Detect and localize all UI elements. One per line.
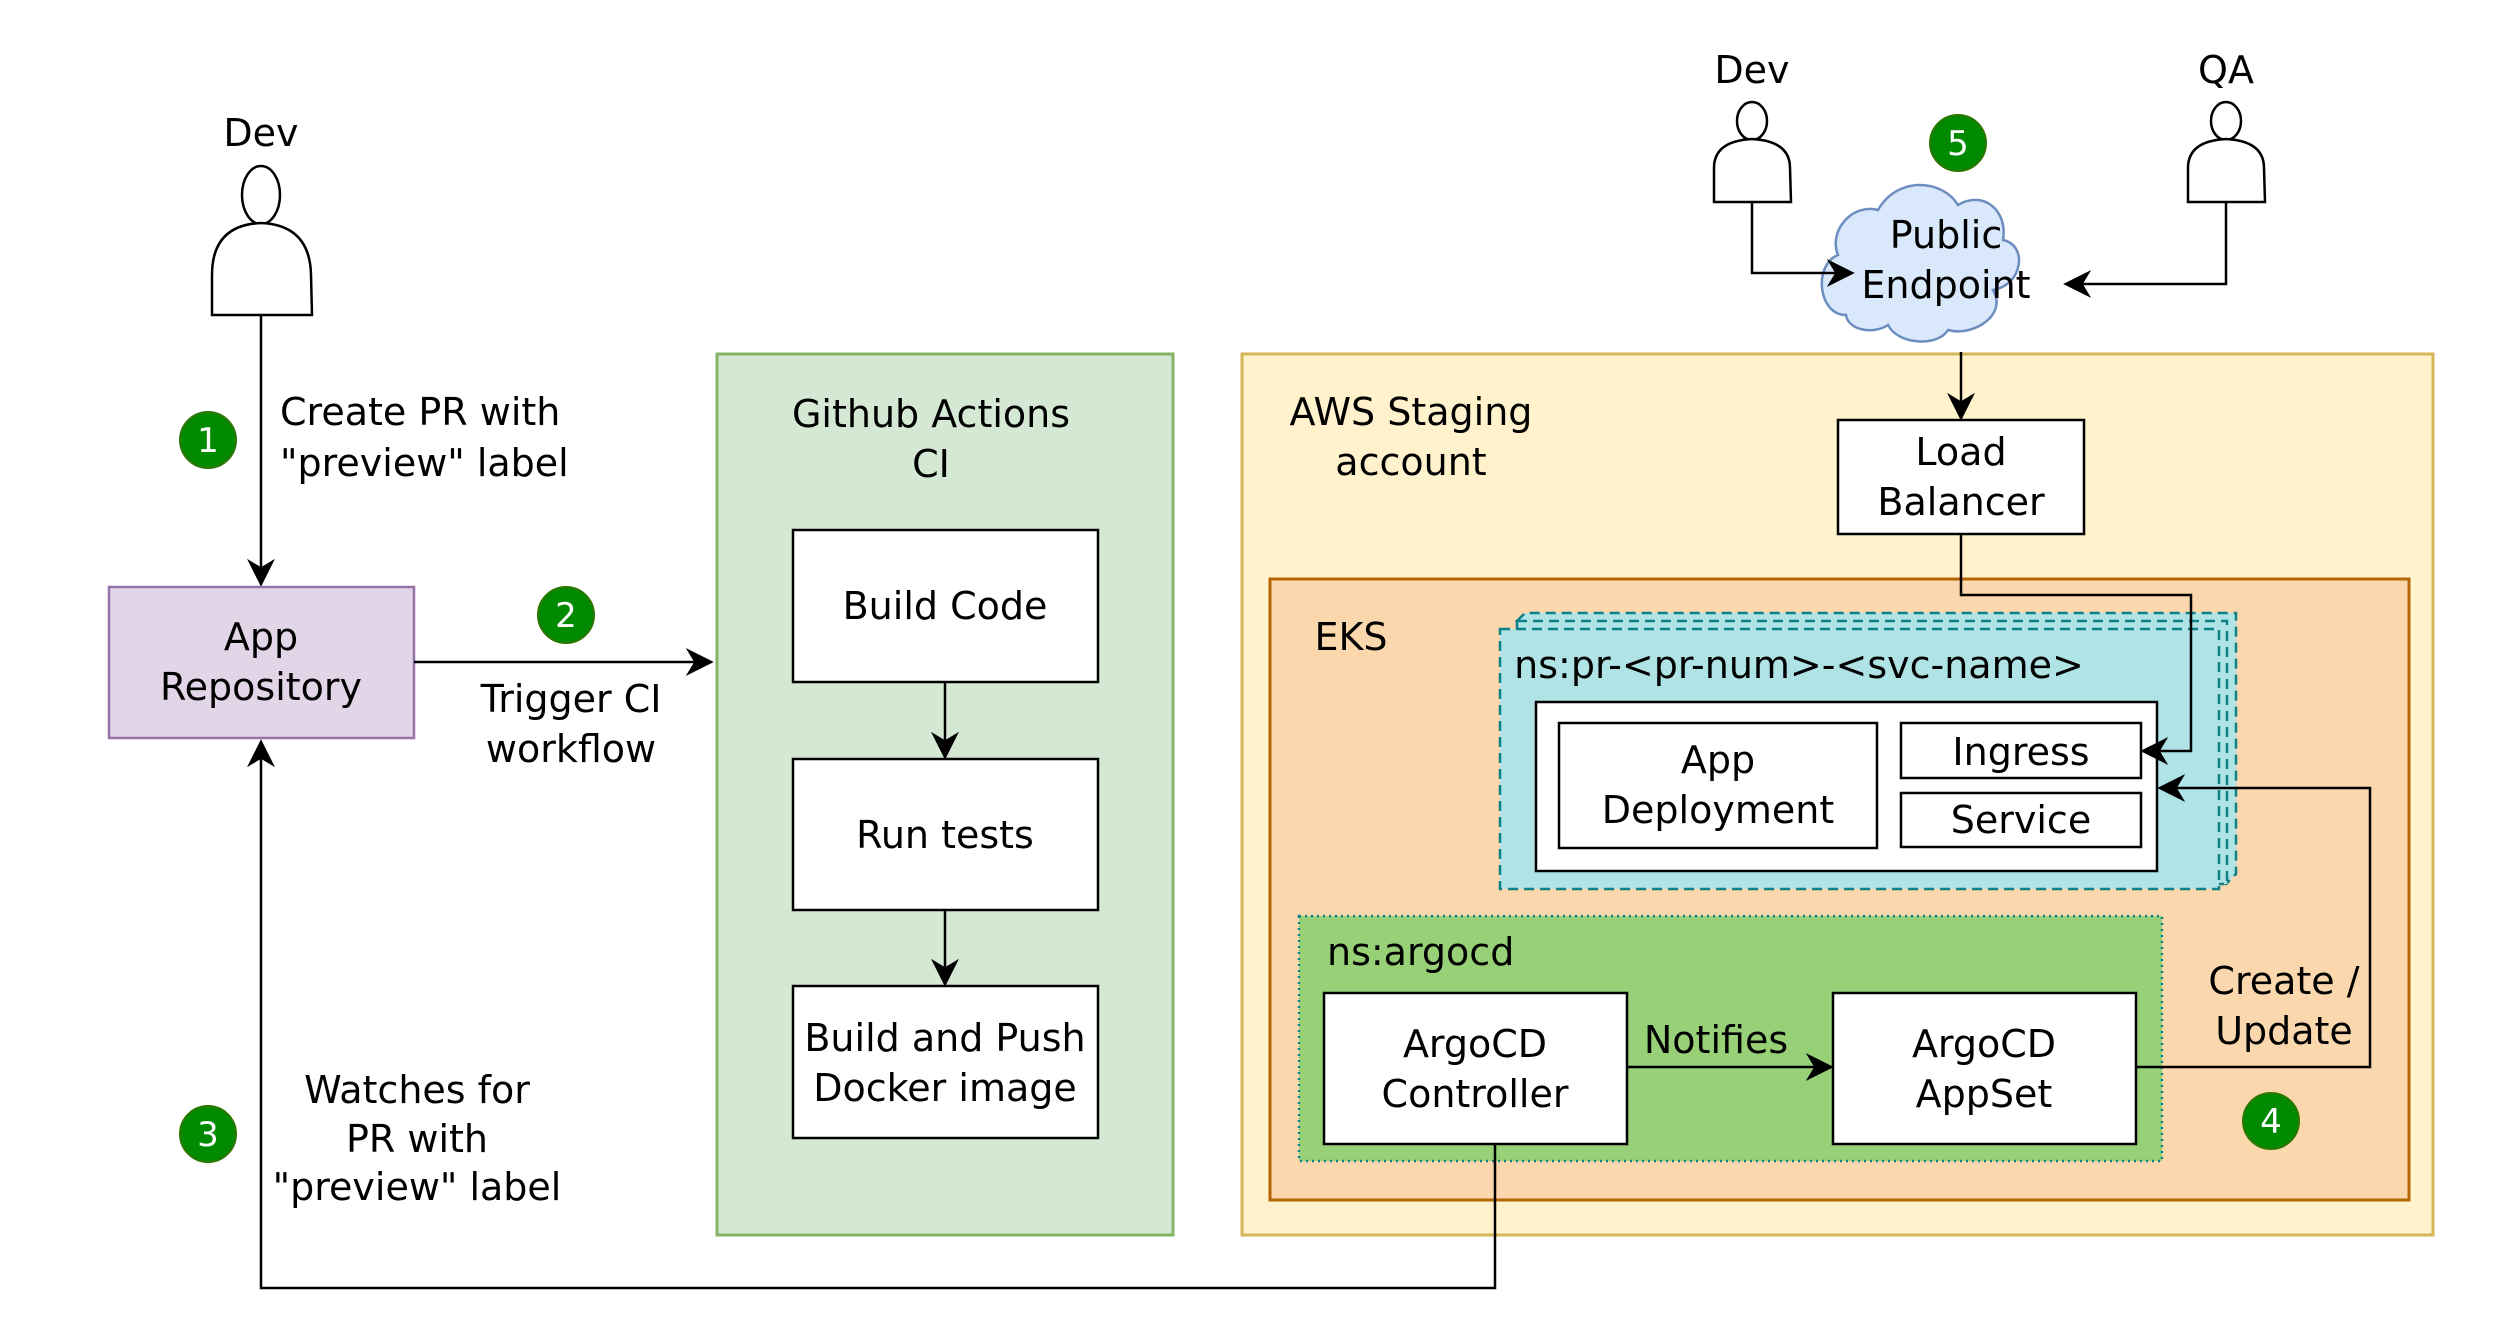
- edge-label-create-pr-line1: Create PR with: [280, 390, 560, 434]
- github-title-line1: Github Actions: [792, 392, 1070, 436]
- qa-label: QA: [2198, 48, 2254, 92]
- load-balancer-label-line2: Balancer: [1877, 480, 2045, 524]
- app-deployment-label-line1: App: [1681, 738, 1755, 782]
- svg-text:4: 4: [2260, 1102, 2282, 1142]
- person-icon: [210, 164, 314, 317]
- ingress-label: Ingress: [1952, 730, 2089, 774]
- step-badge-3: 3: [179, 1105, 237, 1163]
- argocd-appset-node[interactable]: ArgoCD AppSet: [1831, 991, 2138, 1146]
- argocd-controller-label-line2: Controller: [1382, 1072, 1569, 1116]
- edge-create-update: [2136, 774, 2372, 1069]
- edge-label-create-update-line2: Update: [2215, 1009, 2353, 1053]
- argocd-controller-label-line1: ArgoCD: [1403, 1022, 1547, 1066]
- step-build-push-docker[interactable]: Build and Push Docker image: [791, 984, 1100, 1140]
- step-run-tests-label: Run tests: [856, 813, 1034, 857]
- edge-label-watches-line3: "preview" label: [273, 1165, 562, 1209]
- public-endpoint-cloud[interactable]: Public Endpoint: [1820, 183, 2031, 343]
- ns-pr-title: ns:pr-<pr-num>-<svc-name>: [1514, 643, 2084, 687]
- load-balancer-label-line1: Load: [1915, 430, 2006, 474]
- step-badge-4: 4: [2242, 1092, 2300, 1150]
- public-endpoint-label-line1: Public: [1890, 213, 2002, 257]
- step-badge-1: 1: [179, 411, 237, 469]
- step-build-code[interactable]: Build Code: [791, 528, 1100, 684]
- argocd-controller-node[interactable]: ArgoCD Controller: [1322, 991, 1629, 1146]
- edge-label-create-pr-line2: "preview" label: [280, 441, 569, 485]
- app-deployment-node[interactable]: App Deployment: [1557, 721, 1879, 850]
- argocd-appset-label-line1: ArgoCD: [1912, 1022, 2056, 1066]
- cloud-icon: [1820, 183, 2021, 343]
- app-deployment-label-line2: Deployment: [1602, 788, 1834, 832]
- svg-text:1: 1: [197, 421, 219, 461]
- aws-title-line2: account: [1335, 440, 1486, 484]
- service-node[interactable]: Service: [1899, 791, 2143, 849]
- person-icon: [2186, 100, 2267, 204]
- load-balancer-node[interactable]: Load Balancer: [1836, 418, 2086, 536]
- app-repo-label-line1: App: [224, 615, 298, 659]
- eks-title: EKS: [1314, 615, 1387, 659]
- edge-label-notifies: Notifies: [1644, 1018, 1788, 1062]
- step-build-push-label-line2: Docker image: [813, 1066, 1077, 1110]
- edge-label-watches-line2: PR with: [346, 1117, 488, 1161]
- qa-actor[interactable]: QA: [2186, 48, 2267, 204]
- ingress-node[interactable]: Ingress: [1899, 721, 2143, 780]
- svg-text:2: 2: [555, 596, 577, 636]
- ns-argocd-title: ns:argocd: [1327, 930, 1514, 974]
- edge-label-create-update-line1: Create /: [2208, 959, 2359, 1003]
- edge-watches: [247, 739, 1497, 1290]
- step-build-push-label-line1: Build and Push: [804, 1016, 1085, 1060]
- edge-label-trigger-ci-line1: Trigger CI: [480, 677, 662, 721]
- edge-qa-to-endpoint: [2063, 203, 2228, 298]
- argocd-appset-label-line2: AppSet: [1916, 1072, 2053, 1116]
- svg-text:5: 5: [1947, 124, 1969, 164]
- app-repository-node[interactable]: App Repository: [107, 585, 416, 740]
- service-label: Service: [1951, 798, 2091, 842]
- edge-lb-to-ingress: [1959, 534, 2193, 765]
- app-repo-label-line2: Repository: [160, 665, 362, 709]
- github-title-line2: CI: [912, 442, 950, 486]
- step-badge-2: 2: [537, 586, 595, 644]
- edge-dev-to-endpoint: [1750, 203, 1855, 287]
- step-run-tests[interactable]: Run tests: [791, 757, 1100, 912]
- dev-actor-right[interactable]: Dev: [1712, 48, 1793, 204]
- edge-label-trigger-ci-line2: workflow: [486, 727, 656, 771]
- aws-title-line1: AWS Staging: [1290, 390, 1533, 434]
- dev-right-label: Dev: [1714, 48, 1789, 92]
- step-badge-5: 5: [1929, 114, 1987, 172]
- step-build-code-label: Build Code: [843, 584, 1048, 628]
- edge-label-watches-line1: Watches for: [304, 1068, 530, 1112]
- public-endpoint-label-line2: Endpoint: [1861, 263, 2030, 307]
- dev-label: Dev: [223, 111, 298, 155]
- person-icon: [1712, 100, 1793, 204]
- dev-actor-left[interactable]: Dev: [210, 111, 314, 317]
- svg-text:3: 3: [197, 1115, 219, 1155]
